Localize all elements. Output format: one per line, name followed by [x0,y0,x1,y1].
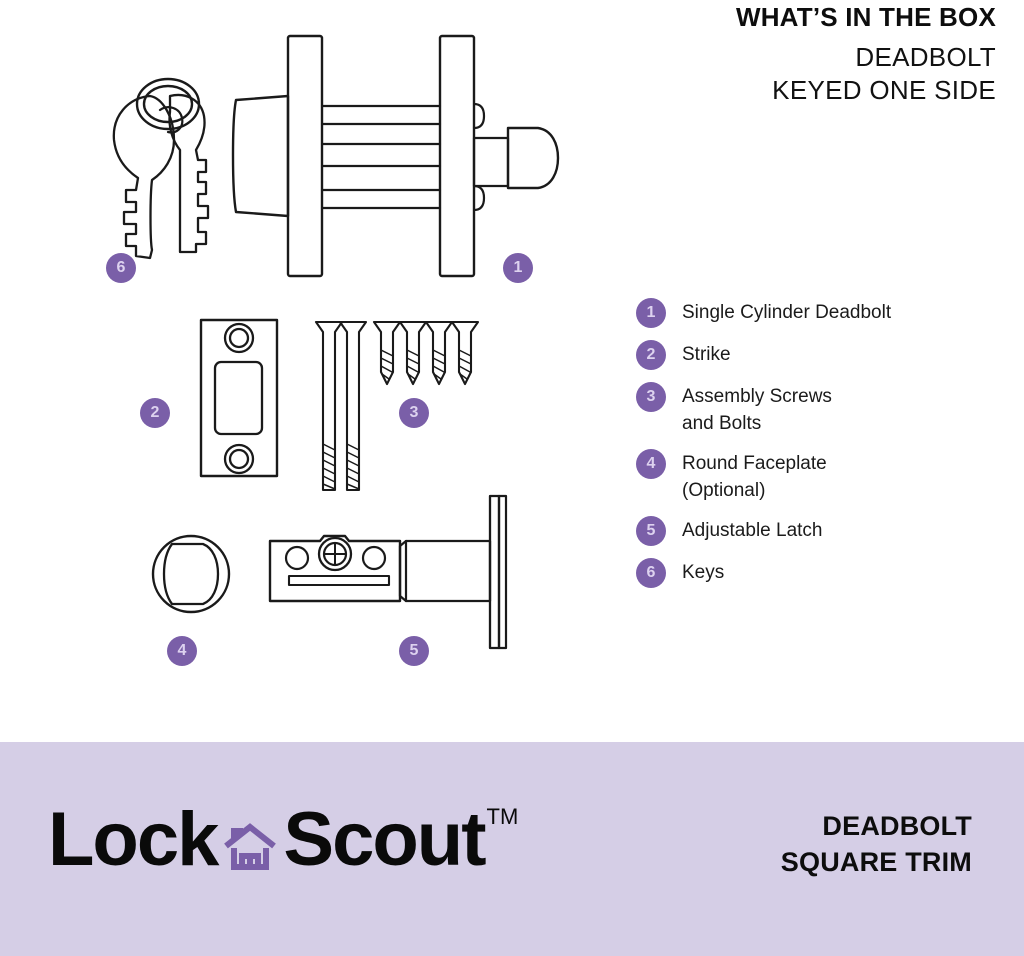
callout-badge-2: 2 [140,398,170,428]
trademark-symbol: TM [486,804,519,829]
diagram-svg [112,34,560,650]
header: WHAT’S IN THE BOX DEADBOLT KEYED ONE SID… [614,0,996,107]
legend-item-5: 5 Adjustable Latch [636,516,1006,546]
logo-word-lock: Lock [48,797,219,882]
callout-badge-5: 5 [399,636,429,666]
legend-item-4: 4 Round Faceplate (Optional) [636,449,1006,504]
legend-item-6: 6 Keys [636,558,1006,588]
legend-list: 1 Single Cylinder Deadbolt 2 Strike 3 As… [636,298,1006,600]
brand-logo: Lock Scout TM [48,802,518,878]
legend-badge-2: 2 [636,340,666,370]
legend-label-5: Adjustable Latch [682,520,823,541]
footer-product-name: DEADBOLT SQUARE TRIM [781,808,972,880]
round-faceplate-illustration [151,534,231,614]
legend-badge-6: 6 [636,558,666,588]
legend-label-2: Strike [682,344,731,365]
legend-badge-3: 3 [636,382,666,412]
legend-label-6: Keys [682,562,725,583]
legend-badge-4: 4 [636,449,666,479]
product-diagram: 6 1 2 3 4 5 [0,0,614,742]
page-title: WHAT’S IN THE BOX [735,2,996,32]
screws-illustration [314,320,480,492]
footer-band: Lock Scout TM DEADBOLT SQUARE TRIM [0,742,1024,956]
keys-illustration [112,77,210,260]
callout-badge-6: 6 [106,253,136,283]
legend-item-3: 3 Assembly Screws and Bolts [636,382,1006,437]
deadbolt-illustration [231,34,560,278]
legend-label-1: Single Cylinder Deadbolt [682,302,892,323]
legend-badge-1: 1 [636,298,666,328]
footer-product-line1: DEADBOLT [822,811,972,841]
house-icon [223,802,277,877]
header-subtitle-line1: DEADBOLT [855,42,996,72]
callout-badge-3: 3 [399,398,429,428]
legend-label-4: Round Faceplate (Optional) [682,453,827,501]
callout-badge-1: 1 [503,253,533,283]
strike-plate-illustration [199,318,279,478]
callout-badge-4: 4 [167,636,197,666]
legend-item-1: 1 Single Cylinder Deadbolt [636,298,1006,328]
logo-word-scout: Scout [283,797,486,882]
header-subtitle-line2: KEYED ONE SIDE [772,75,996,105]
footer-product-line2: SQUARE TRIM [780,847,972,877]
legend-label-3: Assembly Screws and Bolts [682,386,832,434]
adjustable-latch-illustration [268,494,508,650]
legend-badge-5: 5 [636,516,666,546]
legend-item-2: 2 Strike [636,340,1006,370]
